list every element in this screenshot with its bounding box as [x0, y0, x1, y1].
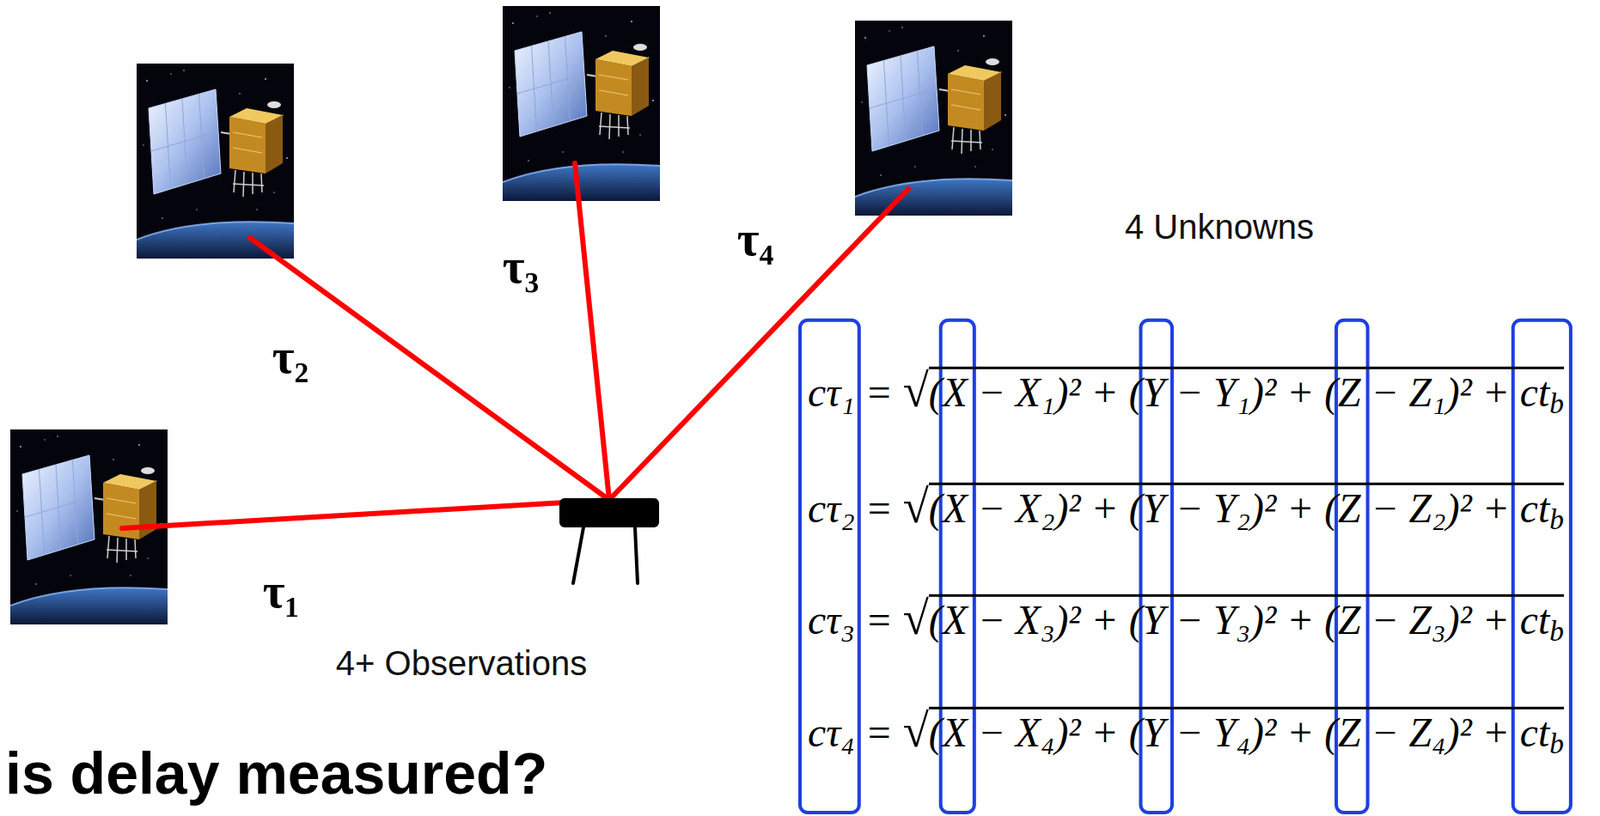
range-equation: cτ₄ = √(X − X₄)² + (Y − Y₄)² + (Z − Z₄)²… — [807, 699, 1564, 764]
equation-part: b — [1549, 503, 1564, 536]
equation-part: cτ₂ = — [807, 486, 904, 532]
equation-part: √ — [903, 480, 929, 533]
count-label: 4 Unknowns — [1124, 206, 1314, 248]
count-label: 4+ Observations — [335, 642, 587, 684]
equation-part: b — [1549, 387, 1564, 420]
equation-part: (X − X₃)² + (Y − Y₃)² + (Z − Z₃)² + ctb — [928, 594, 1564, 643]
question-text: is delay measured? — [5, 739, 548, 807]
delay-label: τ₂ — [272, 330, 310, 385]
equation-part: (X − X₂)² + (Y − Y₂)² + (Z − Z₂)² + ctb — [928, 482, 1564, 532]
delay-label: τ₄ — [737, 213, 775, 267]
equation-part: √ — [903, 592, 929, 645]
equation-part: cτ₄ = — [807, 710, 904, 756]
equation-part: √ — [903, 364, 929, 417]
range-equation: cτ₂ = √(X − X₂)² + (Y − Y₂)² + (Z − Z₂)²… — [807, 475, 1564, 539]
delay-label: τ₃ — [502, 240, 540, 294]
equation-part: √ — [903, 704, 929, 758]
equation-part: cτ₃ = — [807, 598, 904, 643]
equation-part: cτ₁ = — [807, 370, 904, 416]
equation-part: b — [1549, 615, 1564, 648]
range-equation: cτ₃ = √(X − X₃)² + (Y − Y₃)² + (Z − Z₃)²… — [807, 586, 1564, 651]
equation-part: b — [1549, 727, 1564, 760]
equation-part: (X − X₁)² + (Y − Y₁)² + (Z − Z₁)² + ctb — [928, 366, 1564, 416]
range-equation: cτ₁ = √(X − X₁)² + (Y − Y₁)² + (Z − Z₁)²… — [807, 359, 1564, 423]
delay-label: τ₁ — [262, 565, 300, 619]
equation-part: (X − X₄)² + (Y − Y₄)² + (Z − Z₄)² + ctb — [928, 707, 1564, 756]
